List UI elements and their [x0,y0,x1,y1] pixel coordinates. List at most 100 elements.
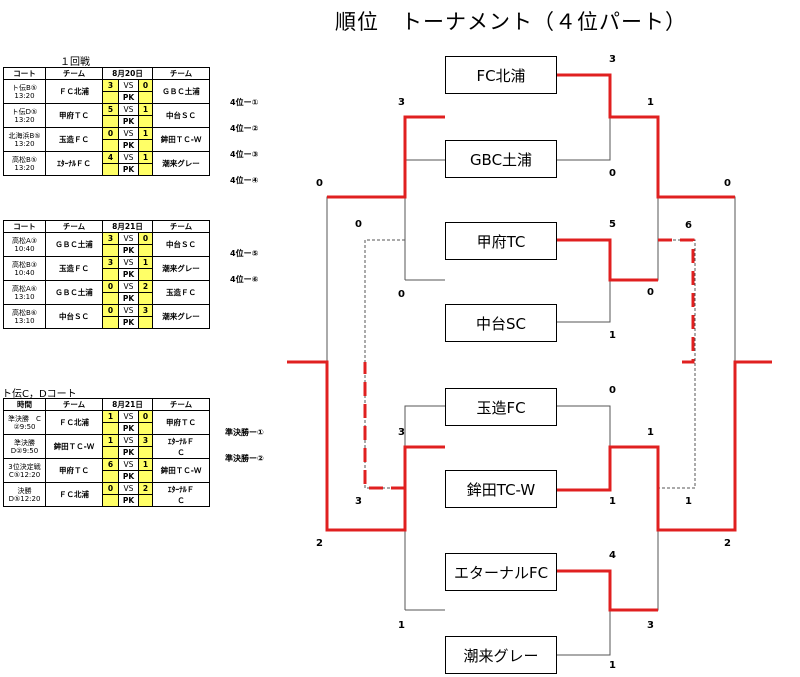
home-score: 6 [102,458,119,471]
home-team: ＦＣ北浦 [45,410,103,435]
home-pk [102,139,119,152]
score: 3 [355,496,362,507]
match-id-label: 4位ー⑤ [230,249,259,258]
away-team: 潮来グレー [152,256,211,281]
home-team: ＦＣ北浦 [45,79,103,104]
away-team-name: 潮来グレー [162,159,200,168]
court-time: 10:40 [14,244,35,253]
court-name: 高松A③ [11,236,38,245]
away-pk [137,115,154,128]
team-box-itako-gray: 潮来グレー [445,636,557,674]
away-team: 潮来グレー [152,151,211,176]
score: 1 [685,496,692,507]
score: 0 [647,287,654,298]
score: 0 [724,178,731,189]
section3-title: ト伝C，Dコート [2,389,77,400]
team-box-nakadai-sc: 中台SC [445,304,557,342]
away-team-name: ｴﾀｰﾅﾙＦ [167,484,195,494]
match-pk-row: PK [4,494,210,507]
court-time: D⑤12:20 [8,494,41,503]
home-score: 0 [102,304,119,317]
score: 3 [398,427,405,438]
score: 4 [609,550,616,561]
away-pk [137,163,154,176]
away-team-name: 潮来グレー [162,312,200,321]
score: 2 [316,538,323,549]
match-id-label: 4位ー⑥ [230,275,259,284]
away-team: 玉造ＦＣ [152,280,211,305]
score: 6 [685,220,692,231]
score: 1 [647,427,654,438]
match-pk-row: PK [4,292,210,305]
match-id-label: 4位ー② [230,124,259,133]
home-score: 1 [102,410,119,423]
away-team-name: 中台ＳＣ [166,240,197,249]
match-id-label: 4位ー④ [230,176,259,185]
score: 1 [609,660,616,671]
away-score: 1 [137,103,154,116]
score: 3 [647,620,654,631]
away-team: 中台ＳＣ [152,232,211,257]
court-name: ト伝D⑤ [11,107,38,116]
away-team-name-cont: Ｃ [177,447,185,457]
away-pk [137,139,154,152]
away-team-name: 中台ＳＣ [166,111,197,120]
home-score: 3 [102,232,119,245]
away-team: 甲府ＴＣ [152,410,211,435]
away-team-name: 鉾田ＴＣ-Ｗ [160,135,202,144]
away-team-name: 潮来グレー [162,264,200,273]
team-box-eternal-fc: エターナルFC [445,553,557,591]
match-pk-row: PK [4,163,210,176]
away-score: 0 [137,232,154,245]
team-box-fc-kitaura: FC北浦 [445,56,557,94]
court-time: C⑤12:20 [8,470,41,479]
court-time: 10:40 [14,268,35,277]
away-team: 潮来グレー [152,304,211,329]
page-title: 順位 トーナメント（４位パート） [335,10,687,34]
away-team: ＧＢＣ土浦 [152,79,211,104]
away-team-name-cont: Ｃ [177,495,185,505]
match-id-label: 準決勝ー② [225,454,264,463]
score: 1 [647,97,654,108]
score: 0 [609,168,616,179]
court-time: 13:20 [14,163,35,172]
match-pk-row: PK [4,115,210,128]
court-name: 高松B⑥ [11,308,38,317]
court-name: 決勝 [17,486,32,495]
away-team: 鉾田ＴＣ-Ｗ [152,458,211,483]
away-team-name: 玉造ＦＣ [166,288,197,297]
score: 0 [316,178,323,189]
away-score: 1 [137,127,154,140]
court-name: 3位決定戦 [8,462,41,471]
away-score: 2 [137,482,154,495]
court-time: 13:10 [14,292,35,301]
score: 0 [398,289,405,300]
match-pk-row: PK [4,446,210,459]
score: 0 [355,219,362,230]
away-team: 中台ＳＣ [152,103,211,128]
score: 1 [398,620,405,631]
away-pk [137,292,154,305]
court-time: 13:10 [14,316,35,325]
home-score: 1 [102,434,119,447]
team-box-tamatsukuri-fc: 玉造FC [445,388,557,426]
court-time: D②9:50 [10,446,39,455]
away-pk [137,91,154,104]
away-pk [137,446,154,459]
score: 0 [609,385,616,396]
court-time: 13:20 [14,91,35,100]
away-pk [137,494,154,507]
away-pk [137,316,154,329]
match-pk-row: PK [4,316,210,329]
